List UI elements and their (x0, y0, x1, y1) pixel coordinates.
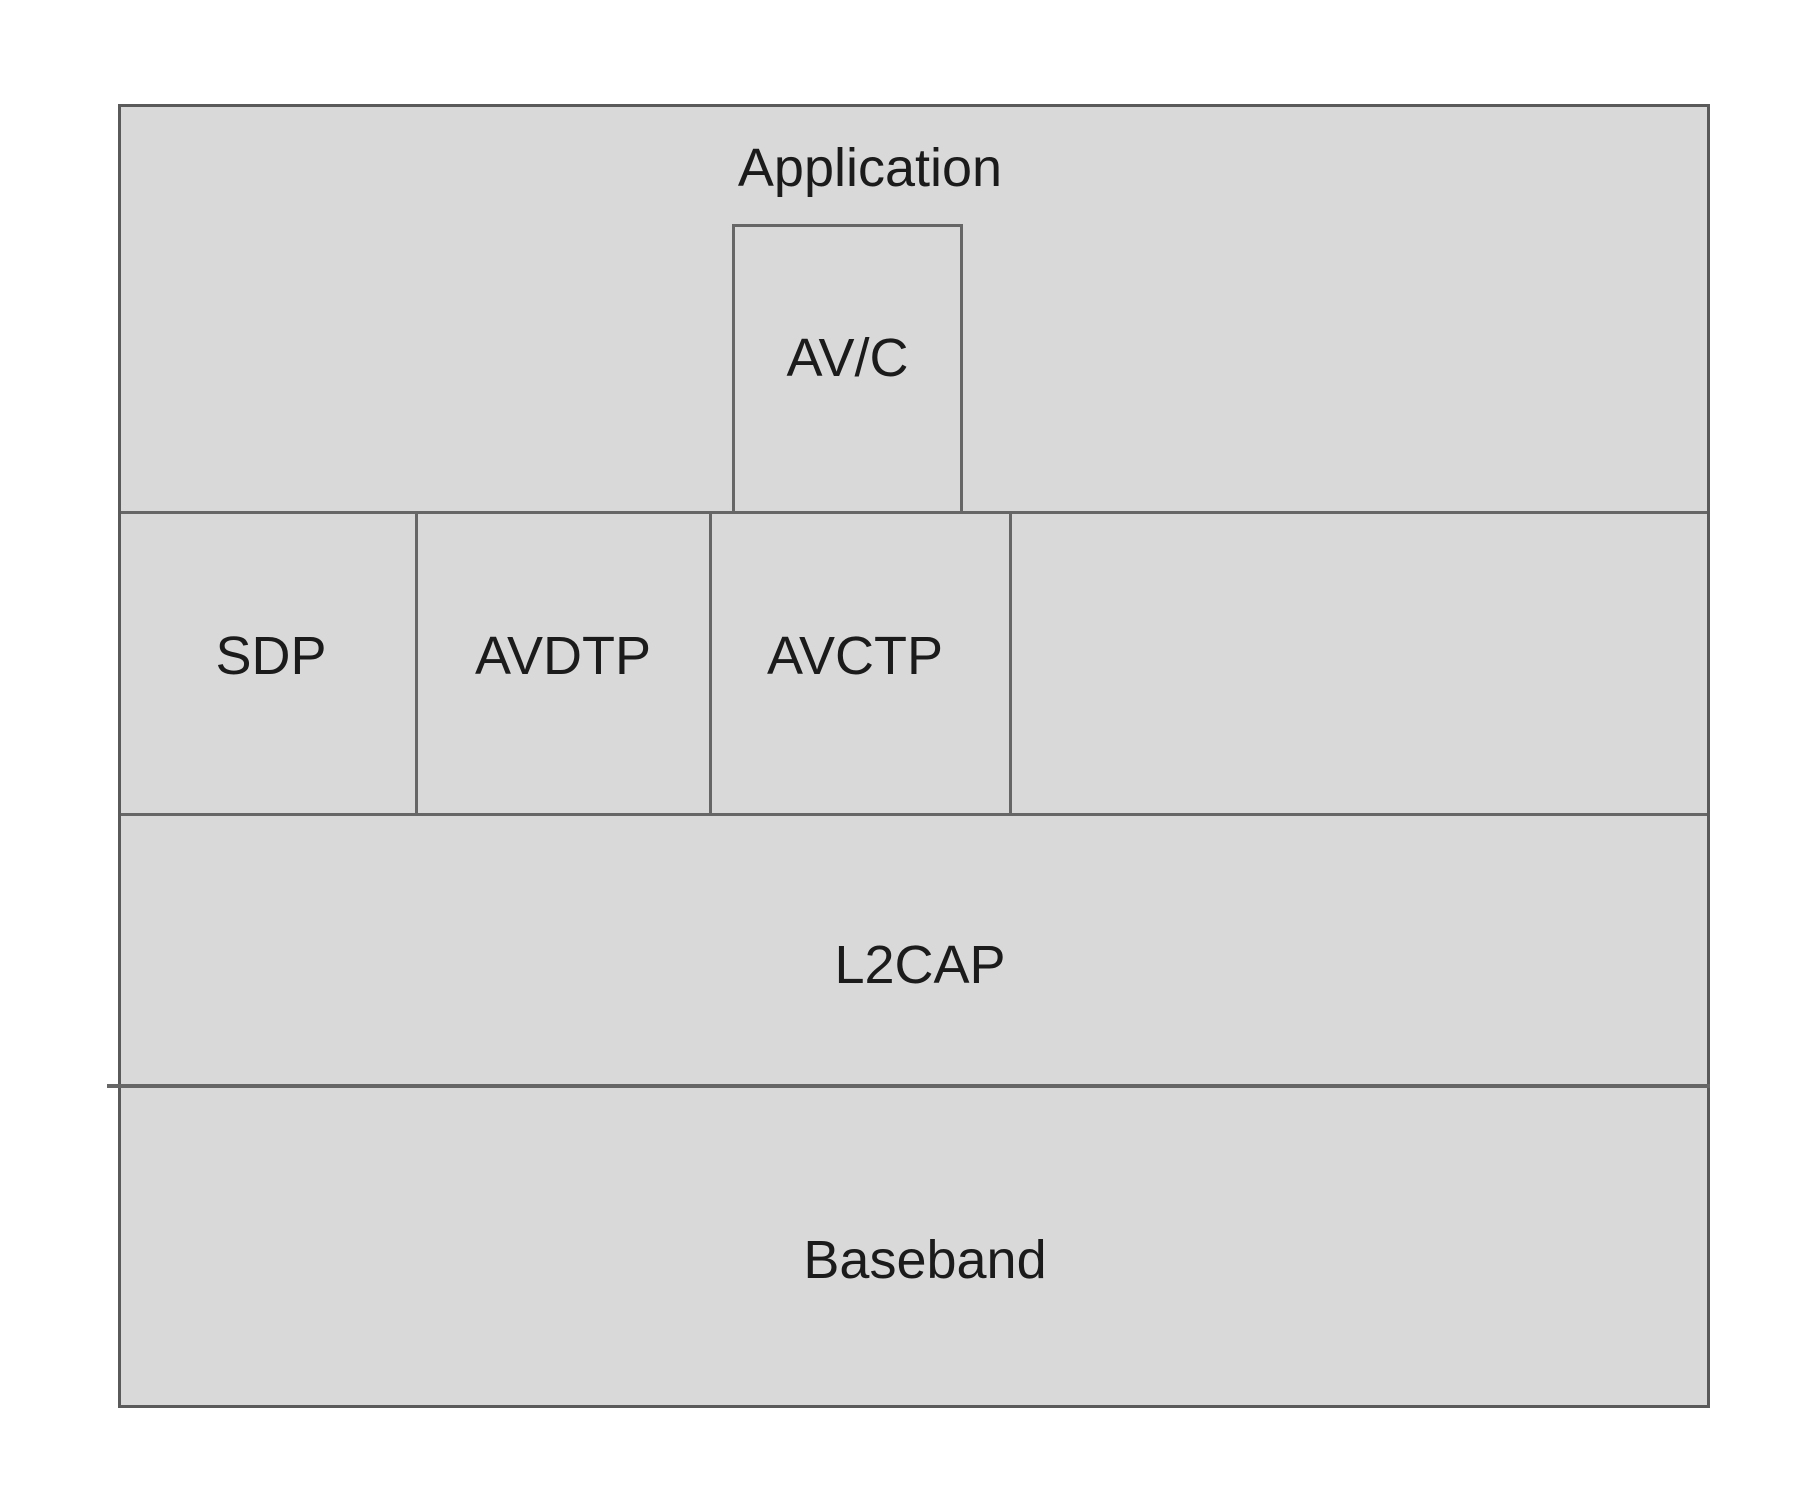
baseband-layer-label: Baseband (803, 1230, 1047, 1290)
sdp-layer-label: SDP (215, 626, 327, 686)
avdtp-layer-label: AVDTP (474, 626, 652, 686)
l2cap-layer-label: L2CAP (834, 935, 1006, 995)
column-divider-avctp-empty (1009, 511, 1012, 816)
stack-outer-box: Application AV/C SDP AVDTP AVCTP L2CAP B… (107, 104, 1710, 1408)
column-divider-avdtp-avctp (709, 511, 712, 816)
avc-box: AV/C (732, 224, 963, 514)
row-divider-protocols-l2cap (121, 813, 1707, 816)
avctp-layer-label: AVCTP (766, 626, 944, 686)
row-divider-l2cap-baseband (107, 1084, 1710, 1088)
column-divider-sdp-avdtp (415, 511, 418, 816)
avc-label: AV/C (786, 328, 909, 388)
application-layer-label: Application (737, 138, 1003, 198)
row-divider-application-protocols (121, 511, 1707, 514)
